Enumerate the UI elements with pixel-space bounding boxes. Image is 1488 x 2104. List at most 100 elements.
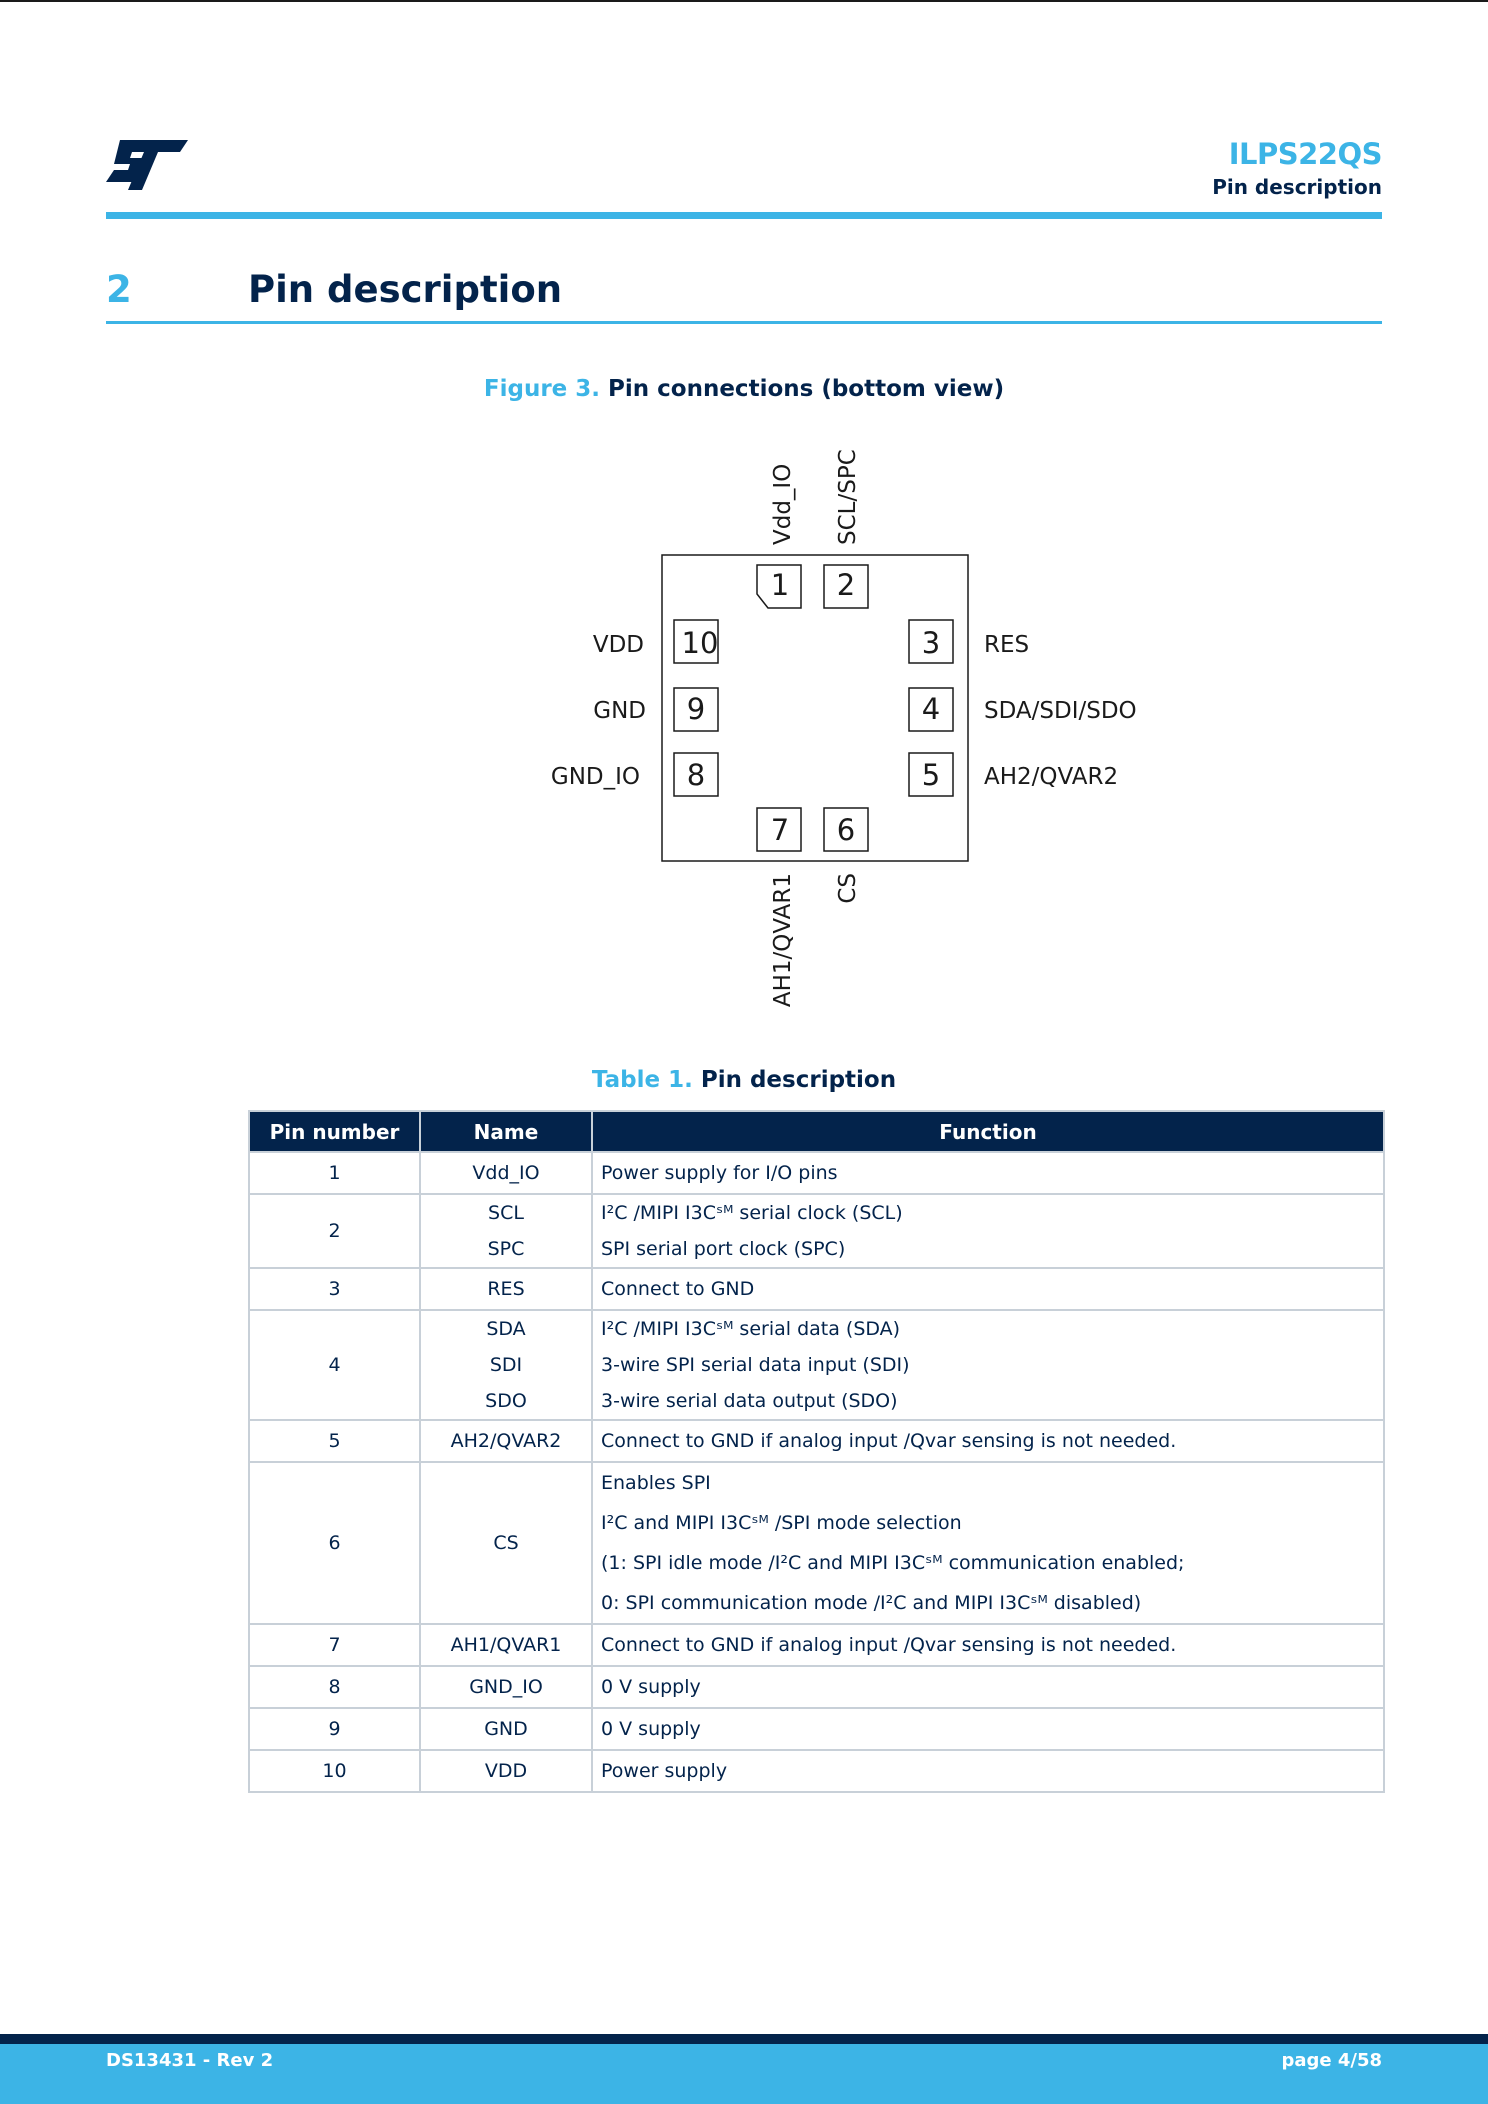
function-line: I²C /MIPI I3Cˢᴹ serial data (SDA) <box>601 1318 901 1340</box>
cell-name: AH2/QVAR2 <box>419 1419 593 1463</box>
name-line: RES <box>487 1278 525 1300</box>
pin-number-6: 6 <box>837 813 855 847</box>
pin-number-8: 8 <box>687 758 705 792</box>
cell-pin: 8 <box>248 1665 421 1709</box>
figure-caption: Figure 3. Pin connections (bottom view) <box>0 376 1488 402</box>
cell-pin: 1 <box>248 1151 421 1195</box>
name-line: SDI <box>489 1354 523 1376</box>
cell-name: GND_IO <box>419 1665 593 1709</box>
table-header-row: Pin number Name Function <box>248 1110 1385 1153</box>
table-row: 3 RES Connect to GND <box>248 1267 1385 1311</box>
pin-box-5: 5 <box>908 752 954 797</box>
pin-label-3: RES <box>984 632 1029 658</box>
pin-description-table: Pin number Name Function 1 Vdd_IO Power … <box>248 1110 1385 1793</box>
cell-function: 0 V supply <box>591 1665 1385 1709</box>
cell-pin: 5 <box>248 1419 421 1463</box>
pin-label-7: AH1/QVAR1 <box>770 873 796 1007</box>
pin-connections-diagram: 1 2 3 4 5 6 7 8 9 10 Vdd_IO SCL/SPC RES … <box>551 449 1137 1007</box>
section-number: 2 <box>106 268 132 311</box>
table-row: 10 VDD Power supply <box>248 1749 1385 1793</box>
section-title: Pin description <box>248 268 563 311</box>
pin-label-1: Vdd_IO <box>770 464 796 545</box>
name-line: Vdd_IO <box>472 1162 540 1184</box>
cell-name: SCL SPC <box>419 1193 593 1269</box>
st-logo <box>106 140 188 190</box>
cell-pin: 7 <box>248 1623 421 1667</box>
name-line: AH1/QVAR1 <box>450 1634 562 1656</box>
pin-number-10: 10 <box>682 626 719 660</box>
pin-box-8: 8 <box>673 752 719 797</box>
function-line: SPI serial port clock (SPC) <box>601 1238 846 1260</box>
cell-name: Vdd_IO <box>419 1151 593 1195</box>
cell-name: GND <box>419 1707 593 1751</box>
function-line: Power supply for I/O pins <box>601 1162 838 1184</box>
pin-label-10: VDD <box>593 632 644 658</box>
function-line: I²C /MIPI I3Cˢᴹ serial clock (SCL) <box>601 1202 903 1224</box>
pin-number-7: 7 <box>771 813 789 847</box>
cell-pin: 3 <box>248 1267 421 1311</box>
section-rule <box>106 321 1382 324</box>
cell-pin: 4 <box>248 1309 421 1421</box>
pin-number-2: 2 <box>837 568 855 602</box>
function-line: Power supply <box>601 1760 728 1782</box>
figure-label: Figure 3. <box>483 376 601 402</box>
table-row: 6 CS Enables SPI I²C and MIPI I3Cˢᴹ /SPI… <box>248 1461 1385 1625</box>
function-line: I²C and MIPI I3Cˢᴹ /SPI mode selection <box>601 1512 962 1534</box>
footer-page-number: page 4/58 <box>1281 2050 1382 2071</box>
footer-band <box>0 2034 1488 2104</box>
cell-function: Connect to GND <box>591 1267 1385 1311</box>
table-row: 1 Vdd_IO Power supply for I/O pins <box>248 1151 1385 1195</box>
header-rule <box>106 212 1382 219</box>
table-row: 2 SCL SPC I²C /MIPI I3Cˢᴹ serial clock (… <box>248 1193 1385 1269</box>
cell-name: VDD <box>419 1749 593 1793</box>
pin-label-5: AH2/QVAR2 <box>984 764 1118 790</box>
name-line: SDA <box>486 1318 526 1340</box>
cell-name: RES <box>419 1267 593 1311</box>
cell-pin: 9 <box>248 1707 421 1751</box>
pin-box-7: 7 <box>756 807 802 852</box>
function-line: (1: SPI idle mode /I²C and MIPI I3Cˢᴹ co… <box>601 1552 1185 1574</box>
table-title: Pin description <box>700 1067 897 1093</box>
function-line: Connect to GND <box>601 1278 755 1300</box>
cell-pin: 6 <box>248 1461 421 1625</box>
name-line: CS <box>493 1532 519 1554</box>
pin-box-1: 1 <box>756 564 802 609</box>
pin-label-2: SCL/SPC <box>835 449 861 545</box>
name-line: GND <box>484 1718 528 1740</box>
page-top-border <box>0 0 1488 2</box>
table-row: 4 SDA SDI SDO I²C /MIPI I3Cˢᴹ serial dat… <box>248 1309 1385 1421</box>
cell-function: Power supply <box>591 1749 1385 1793</box>
pin-label-9: GND <box>593 698 646 724</box>
pin-number-9: 9 <box>687 692 705 726</box>
cell-function: 0 V supply <box>591 1707 1385 1751</box>
function-line: Connect to GND if analog input /Qvar sen… <box>601 1430 1177 1452</box>
cell-name: CS <box>419 1461 593 1625</box>
pin-number-4: 4 <box>922 692 940 726</box>
function-line: 3-wire serial data output (SDO) <box>601 1390 898 1412</box>
cell-function: Connect to GND if analog input /Qvar sen… <box>591 1419 1385 1463</box>
cell-function: I²C /MIPI I3Cˢᴹ serial data (SDA) 3-wire… <box>591 1309 1385 1421</box>
cell-function: Enables SPI I²C and MIPI I3Cˢᴹ /SPI mode… <box>591 1461 1385 1625</box>
function-line: 0: SPI communication mode /I²C and MIPI … <box>601 1592 1142 1614</box>
footer-doc-id: DS13431 - Rev 2 <box>106 2050 274 2071</box>
header-function: Function <box>591 1110 1385 1153</box>
cell-function: Power supply for I/O pins <box>591 1151 1385 1195</box>
header-doc-title: ILPS22QS <box>1228 137 1383 171</box>
function-line: Connect to GND if analog input /Qvar sen… <box>601 1634 1177 1656</box>
pin-box-6: 6 <box>823 807 869 852</box>
pin-number-3: 3 <box>922 626 940 660</box>
figure-title: Pin connections (bottom view) <box>608 376 1005 402</box>
pin-number-1: 1 <box>771 568 789 602</box>
function-line: 0 V supply <box>601 1676 701 1698</box>
pin-box-10: 10 <box>673 619 719 664</box>
table-caption: Table 1. Pin description <box>0 1067 1488 1093</box>
pin-number-5: 5 <box>922 758 940 792</box>
header-pin-number: Pin number <box>248 1110 421 1153</box>
pin-box-4: 4 <box>908 687 954 732</box>
pin-label-4: SDA/SDI/SDO <box>984 698 1137 724</box>
header-section-name: Pin description <box>1212 175 1382 199</box>
package-outline <box>661 554 969 862</box>
pin-box-9: 9 <box>673 687 719 732</box>
cell-pin: 2 <box>248 1193 421 1269</box>
table-row: 5 AH2/QVAR2 Connect to GND if analog inp… <box>248 1419 1385 1463</box>
